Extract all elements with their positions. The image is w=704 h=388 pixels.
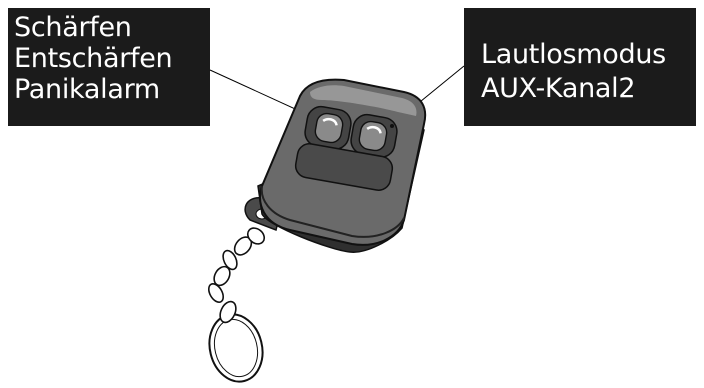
key-fob-remote-icon — [245, 80, 425, 253]
keychain-icon — [206, 225, 268, 325]
key-ring-icon — [203, 309, 270, 388]
